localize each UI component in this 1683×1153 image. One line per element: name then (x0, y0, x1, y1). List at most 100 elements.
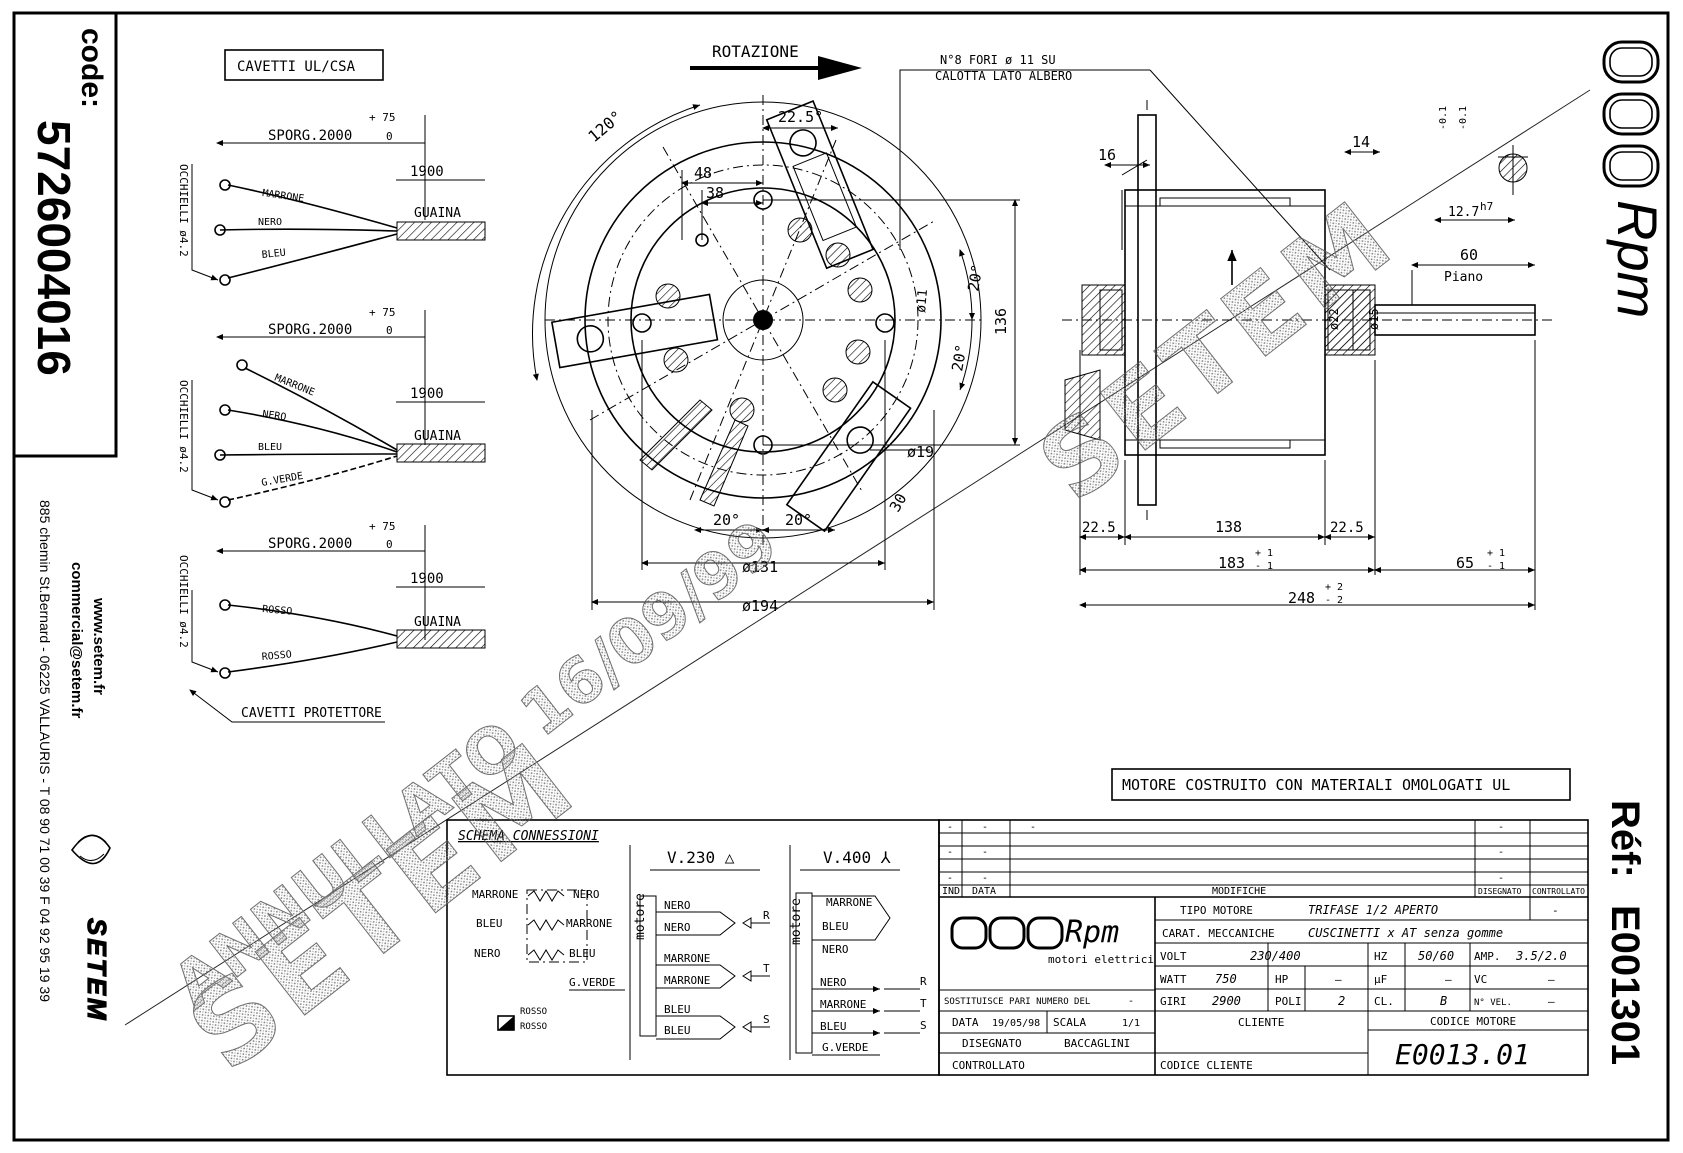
svg-text:ø15: ø15 (1367, 308, 1381, 330)
svg-text:-: - (947, 822, 953, 833)
svg-text:BACCAGLINI: BACCAGLINI (1064, 1037, 1130, 1050)
svg-text:-: - (1552, 904, 1559, 917)
svg-text:14: 14 (1352, 133, 1370, 151)
svg-text:-: - (982, 847, 988, 858)
svg-text:ROSSO: ROSSO (520, 1007, 547, 1017)
svg-text:22.5°: 22.5° (778, 108, 823, 126)
svg-text:MODIFICHE: MODIFICHE (1212, 886, 1266, 897)
svg-text:-: - (1030, 822, 1036, 833)
svg-text:ROSSO: ROSSO (520, 1022, 547, 1032)
svg-text:0: 0 (386, 538, 393, 551)
svg-text:ROSSO: ROSSO (261, 649, 292, 663)
svg-text:T: T (920, 997, 927, 1010)
eyelet (219, 179, 231, 191)
svg-text:- 1: - 1 (1255, 561, 1273, 572)
svg-text:G.VERDE: G.VERDE (569, 976, 615, 989)
eyelet (219, 404, 231, 416)
svg-text:-: - (1498, 847, 1504, 858)
cavetti-protettore-label: CAVETTI PROTETTORE (241, 706, 382, 721)
svg-text:BLEU: BLEU (261, 248, 286, 261)
svg-text:h7: h7 (1480, 200, 1493, 213)
svg-text:BLEU: BLEU (664, 1003, 691, 1016)
svg-text:120°: 120° (584, 107, 626, 146)
svg-text:BLEU: BLEU (476, 917, 503, 930)
address-text: 885 chemin St.Bernard - 06225 VALLAURIS … (37, 500, 53, 1002)
svg-text:MARRONE: MARRONE (566, 917, 612, 930)
svg-text:248: 248 (1288, 589, 1315, 607)
svg-text:DISEGNATO: DISEGNATO (1478, 887, 1522, 896)
svg-text:0: 0 (386, 130, 393, 143)
svg-text:ø19: ø19 (907, 443, 934, 461)
cavetti-ul-box (224, 49, 384, 81)
svg-text:3.5/2.0: 3.5/2.0 (1515, 949, 1567, 963)
svg-text:G.VERDE: G.VERDE (822, 1041, 868, 1054)
sheath (396, 221, 486, 241)
svg-text:-: - (982, 822, 988, 833)
svg-text:MARRONE: MARRONE (664, 952, 710, 965)
rotation-arrow-icon (690, 56, 862, 80)
ref-value: E001301 (1603, 905, 1647, 1065)
rpm-small-logo-icon (950, 916, 1064, 950)
svg-text:V.400 ⅄: V.400 ⅄ (823, 848, 891, 867)
schema-connessioni: SCHEMA CONNESSIONI V.230 △ V.400 ⅄ MARRO… (446, 819, 940, 1076)
occhielli-label: OCCHIELLI ø4.2 (177, 555, 190, 648)
svg-text:0: 0 (386, 324, 393, 337)
svg-text:30: 30 (886, 490, 911, 515)
svg-text:-: - (982, 873, 988, 884)
eyelet (214, 449, 226, 461)
svg-text:65: 65 (1456, 554, 1474, 572)
svg-text:NERO: NERO (822, 943, 849, 956)
eyelet (214, 224, 226, 236)
side-view: 16 14 60 Piano 12.7 h7 -0.1 -0.1 ø22 ø15… (1062, 100, 1555, 610)
svg-text:NERO: NERO (573, 888, 600, 901)
svg-text:22.5: 22.5 (1330, 520, 1364, 536)
svg-text:V.230 △: V.230 △ (667, 848, 735, 867)
rotation-label: ROTAZIONE (712, 42, 799, 61)
svg-text:16: 16 (1098, 146, 1116, 164)
svg-text:NERO: NERO (820, 976, 847, 989)
svg-text:—: — (1335, 973, 1342, 986)
svg-text:NERO: NERO (474, 947, 501, 960)
sheath (396, 629, 486, 649)
svg-text:38: 38 (706, 184, 724, 202)
svg-text:+ 75: + 75 (369, 520, 396, 533)
cable-group-2: SPORG.2000 + 75 0 1900 GUAINA OCCHIELLI … (177, 306, 486, 508)
svg-text:+ 1: + 1 (1255, 548, 1273, 559)
eyelet (219, 667, 231, 679)
svg-text:TRIFASE 1/2 APERTO: TRIFASE 1/2 APERTO (1308, 903, 1438, 917)
svg-text:MARRONE: MARRONE (472, 888, 518, 901)
svg-text:NERO: NERO (258, 217, 282, 228)
svg-text:motore: motore (633, 893, 648, 940)
svg-text:NERO: NERO (664, 921, 691, 934)
svg-text:WATT: WATT (1160, 973, 1187, 986)
svg-text:230/400: 230/400 (1250, 949, 1301, 963)
left-sidebar: code: 5726004016 www.setem.fr commercial… (12, 11, 118, 1023)
svg-text:-: - (947, 847, 953, 858)
svg-text:183: 183 (1218, 554, 1245, 572)
guaina-label: GUAINA (414, 206, 461, 221)
svg-text:BLEU: BLEU (569, 947, 596, 960)
mounting-bracket (785, 380, 912, 533)
length-label: 1900 (410, 571, 444, 587)
svg-text:motore: motore (789, 898, 804, 945)
svg-text:N° VEL.: N° VEL. (1474, 998, 1512, 1008)
svg-text:S: S (920, 1019, 927, 1032)
svg-text:Piano: Piano (1444, 270, 1483, 285)
svg-text:19/05/98: 19/05/98 (992, 1018, 1040, 1029)
svg-text:- 1: - 1 (1487, 561, 1505, 572)
code-value: 5726004016 (28, 120, 80, 376)
svg-text:1/1: 1/1 (1122, 1018, 1140, 1029)
svg-text:22.5: 22.5 (1082, 520, 1116, 536)
svg-text:R: R (920, 975, 927, 988)
svg-text:+ 1: + 1 (1487, 548, 1505, 559)
setem-logo-icon (70, 834, 111, 865)
mounting-bracket (550, 293, 719, 369)
setem-watermark: SETEM (165, 715, 602, 1095)
svg-text:60: 60 (1460, 246, 1478, 264)
svg-text:CODICE CLIENTE: CODICE CLIENTE (1160, 1059, 1253, 1072)
svg-text:ø194: ø194 (742, 597, 778, 615)
svg-text:G.VERDE: G.VERDE (261, 471, 304, 489)
svg-text:POLI: POLI (1275, 995, 1302, 1008)
setem-brand: SETEM (82, 918, 112, 1023)
